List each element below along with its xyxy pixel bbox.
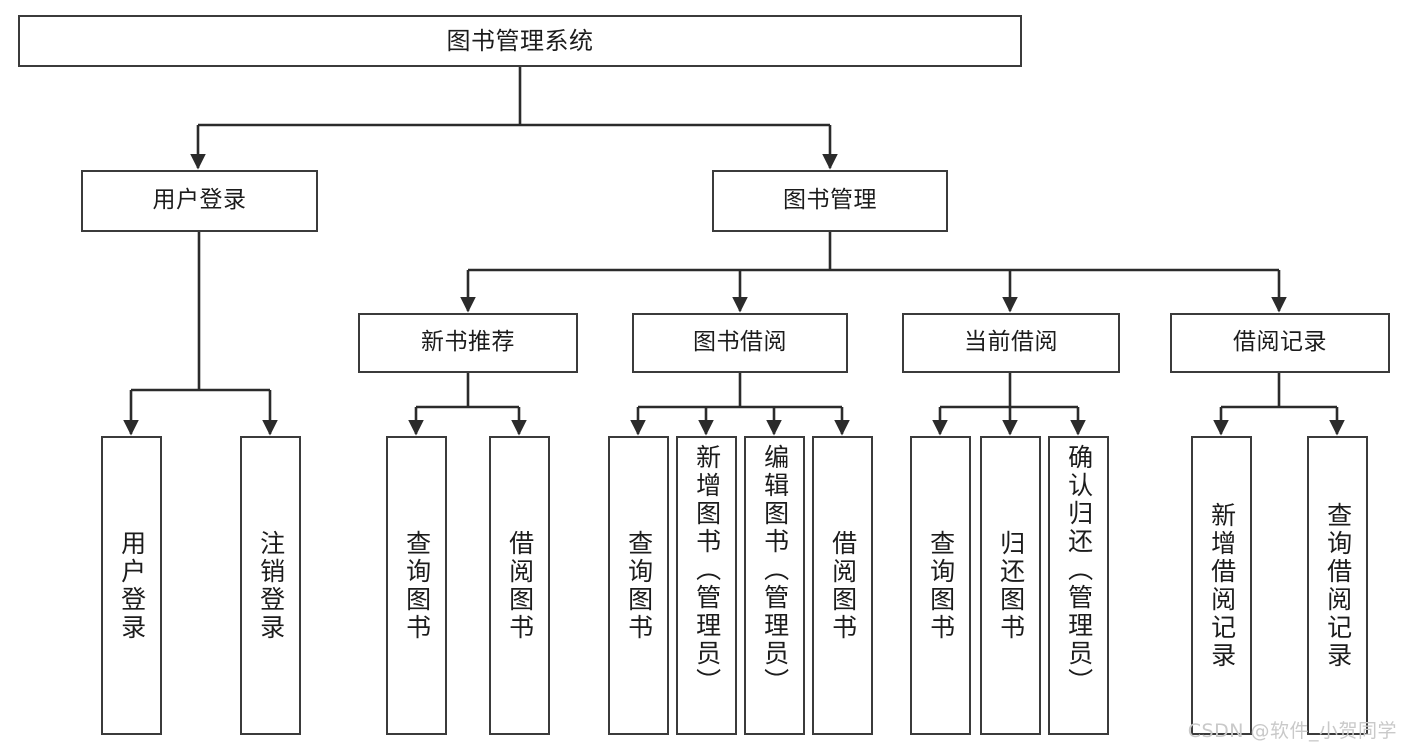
node-root-book-management-system[interactable]: 图书管理系统: [18, 15, 1022, 67]
leaf-return-book[interactable]: 归还图书: [980, 436, 1041, 735]
node-label: 新增图书（管理员）: [692, 444, 722, 696]
node-label: 新书推荐: [421, 329, 515, 356]
leaf-query-borrow-record[interactable]: 查询借阅记录: [1307, 436, 1368, 735]
leaf-query-book-recommend[interactable]: 查询图书: [386, 436, 447, 735]
node-label: 用户登录: [117, 529, 147, 642]
leaf-query-book-borrow[interactable]: 查询图书: [608, 436, 669, 735]
node-current-borrowing[interactable]: 当前借阅: [902, 313, 1120, 373]
leaf-add-book-admin[interactable]: 新增图书（管理员）: [676, 436, 737, 735]
leaf-query-book-current[interactable]: 查询图书: [910, 436, 971, 735]
leaf-borrow-book-recommend[interactable]: 借阅图书: [489, 436, 550, 735]
node-label: 查询借阅记录: [1323, 501, 1353, 670]
leaf-borrow-book-borrow[interactable]: 借阅图书: [812, 436, 873, 735]
node-book-management[interactable]: 图书管理: [712, 170, 948, 232]
node-label: 当前借阅: [964, 329, 1058, 356]
node-label: 查询图书: [624, 529, 654, 642]
node-label: 新增借阅记录: [1207, 501, 1237, 670]
leaf-edit-book-admin[interactable]: 编辑图书（管理员）: [744, 436, 805, 735]
node-label: 注销登录: [256, 529, 286, 642]
node-borrowing-records[interactable]: 借阅记录: [1170, 313, 1390, 373]
node-label: 图书管理系统: [446, 26, 594, 55]
watermark-text: CSDN @软件_小贺同学: [1187, 720, 1397, 742]
node-label: 归还图书: [996, 529, 1026, 642]
leaf-add-borrow-record[interactable]: 新增借阅记录: [1191, 436, 1252, 735]
node-book-borrowing[interactable]: 图书借阅: [632, 313, 848, 373]
node-label: 借阅图书: [505, 529, 535, 642]
node-label: 借阅图书: [828, 529, 858, 642]
leaf-confirm-return-admin[interactable]: 确认归还（管理员）: [1048, 436, 1109, 735]
node-label: 图书借阅: [693, 329, 787, 356]
node-label: 查询图书: [402, 529, 432, 642]
node-label: 借阅记录: [1233, 329, 1327, 356]
node-label: 用户登录: [152, 187, 247, 214]
node-new-book-recommendation[interactable]: 新书推荐: [358, 313, 578, 373]
node-label: 查询图书: [926, 529, 956, 642]
node-user-login[interactable]: 用户登录: [81, 170, 318, 232]
leaf-user-login[interactable]: 用户登录: [101, 436, 162, 735]
node-label: 图书管理: [783, 187, 877, 214]
node-label: 编辑图书（管理员）: [760, 444, 790, 696]
node-label: 确认归还（管理员）: [1064, 444, 1094, 696]
leaf-logout-login[interactable]: 注销登录: [240, 436, 301, 735]
